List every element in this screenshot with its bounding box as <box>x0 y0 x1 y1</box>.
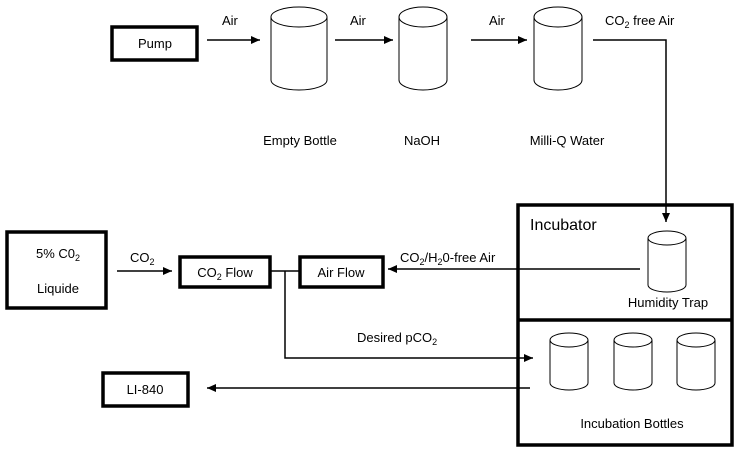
incubation-bottle-3 <box>676 332 716 391</box>
co2-source-label-line1: 5% C02 <box>36 246 80 263</box>
milliq-label: Milli-Q Water <box>530 133 605 148</box>
air-label-1: Air <box>222 13 239 28</box>
incubation-bottle-2 <box>613 332 653 391</box>
co2-source-box <box>5 230 108 310</box>
incubator-label: Incubator <box>530 217 597 234</box>
milliq-cylinder <box>533 6 583 91</box>
co2-flow-box <box>178 255 272 289</box>
co2-label: CO2 <box>130 250 155 267</box>
li840-box <box>101 371 190 408</box>
desired-pco2-label: Desired pCO2 <box>357 330 437 347</box>
naoh-label: NaOH <box>404 133 440 148</box>
co2-h2o-free-air-label: CO2/H20-free Air <box>400 250 496 267</box>
pump-label: Pump <box>138 36 172 51</box>
co2-flow-label: CO2 Flow <box>197 265 253 282</box>
air-flow-box <box>298 255 385 289</box>
air-flow-label: Air Flow <box>318 265 366 280</box>
co2-free-air-label: CO2 free Air <box>605 13 675 30</box>
li840-label: LI-840 <box>127 382 164 397</box>
humidity-trap-label: Humidity Trap <box>628 295 708 310</box>
air-label-2: Air <box>350 13 367 28</box>
empty-bottle-cylinder <box>270 6 328 91</box>
naoh-cylinder <box>398 6 448 91</box>
incubation-bottles-label: Incubation Bottles <box>580 416 684 431</box>
pump-box <box>110 25 199 62</box>
incubation-bottle-1 <box>549 332 589 391</box>
air-label-3: Air <box>489 13 506 28</box>
desired-pco2-line <box>284 271 533 362</box>
co2-free-air-line <box>593 39 670 222</box>
humidity-trap-cylinder <box>647 230 687 293</box>
incubator-box <box>516 203 734 447</box>
empty-bottle-label: Empty Bottle <box>263 133 337 148</box>
co2-source-label-line2: Liquide <box>37 281 79 296</box>
